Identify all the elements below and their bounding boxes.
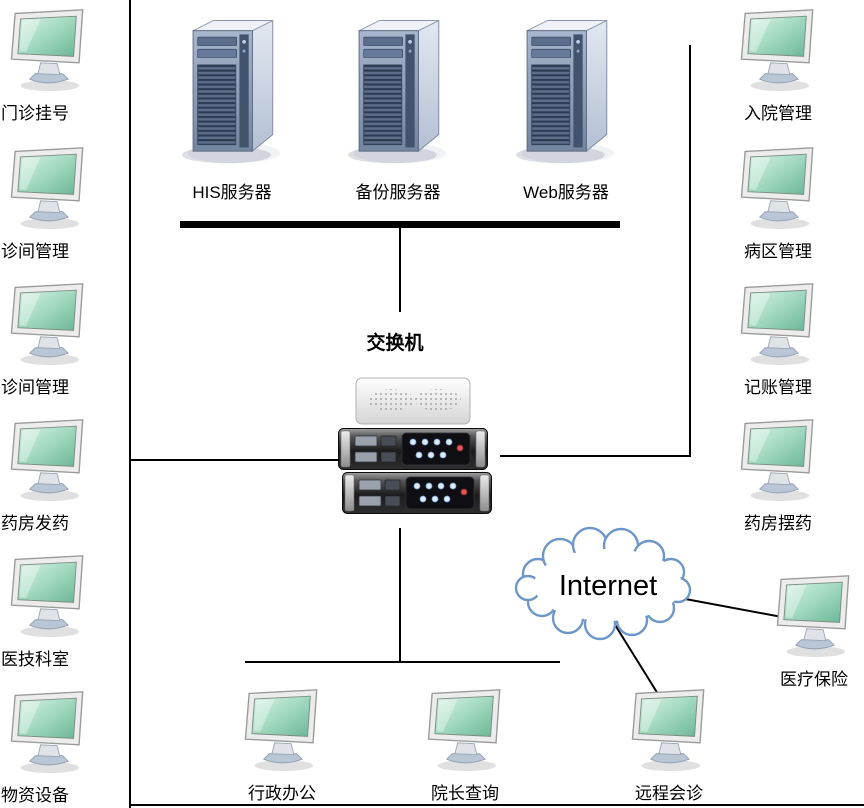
node-label: 药房摆药	[744, 514, 812, 533]
monitor-icon	[4, 690, 92, 774]
server-label: Web服务器	[523, 183, 609, 202]
node-pharmacy-distribution: 药房摆药	[730, 418, 826, 534]
node-admission-management: 入院管理	[730, 8, 826, 124]
switch-stack	[334, 372, 492, 530]
node-label: 诊间管理	[1, 242, 69, 261]
node-medical-tech-dept: 医技科室	[0, 554, 96, 670]
internet-label: Internet	[559, 570, 657, 602]
node-admin-office: 行政办公	[234, 688, 330, 804]
node-remote-consultation: 远程会诊	[621, 688, 717, 804]
server-his: HIS服务器	[172, 14, 292, 203]
monitor-icon	[734, 146, 822, 230]
node-label: 入院管理	[744, 104, 812, 123]
node-label: 行政办公	[248, 784, 316, 803]
monitor-icon	[734, 418, 822, 502]
monitor-icon	[625, 688, 713, 772]
line-cloud-remote	[611, 619, 659, 695]
monitor-icon	[4, 146, 92, 230]
node-label: 门诊挂号	[1, 104, 69, 123]
monitor-icon	[734, 8, 822, 92]
server-web: Web服务器	[506, 14, 626, 203]
node-materials-equipment: 物资设备	[0, 690, 96, 806]
node-label: 院长查询	[431, 784, 499, 803]
node-label: 医技科室	[1, 650, 69, 669]
node-ward-management: 病区管理	[730, 146, 826, 262]
monitor-icon	[4, 282, 92, 366]
node-label: 物资设备	[1, 786, 69, 805]
monitor-icon	[4, 418, 92, 502]
line-top-bus	[180, 221, 620, 228]
monitor-icon	[734, 282, 822, 366]
cloud-icon: Internet	[514, 526, 692, 641]
node-label: 药房发药	[1, 514, 69, 533]
server-backup: 备份服务器	[338, 14, 458, 203]
monitor-icon	[4, 554, 92, 638]
node-outpatient-registration: 门诊挂号	[0, 8, 96, 124]
node-label: 远程会诊	[635, 784, 703, 803]
node-billing-management: 记账管理	[730, 282, 826, 398]
switch-label: 交换机	[366, 333, 424, 354]
server-label: 备份服务器	[355, 183, 441, 202]
server-icon	[180, 14, 284, 166]
node-label: 医疗保险	[780, 670, 848, 689]
switch-icon	[338, 377, 492, 514]
server-icon	[346, 14, 450, 166]
monitor-icon	[770, 574, 858, 658]
monitor-icon	[4, 8, 92, 92]
node-clinic-management-1: 诊间管理	[0, 146, 96, 262]
node-director-query: 院长查询	[417, 688, 513, 804]
node-label: 诊间管理	[1, 378, 69, 397]
monitor-icon	[238, 688, 326, 772]
node-label: 病区管理	[744, 242, 812, 261]
server-icon	[514, 14, 618, 166]
node-clinic-management-2: 诊间管理	[0, 282, 96, 398]
server-label: HIS服务器	[192, 183, 272, 202]
monitor-icon	[421, 688, 509, 772]
node-pharmacy-dispensing: 药房发药	[0, 418, 96, 534]
internet-cloud: Internet	[508, 526, 708, 641]
node-medical-insurance: 医疗保险	[766, 574, 862, 690]
node-label: 记账管理	[744, 378, 812, 397]
